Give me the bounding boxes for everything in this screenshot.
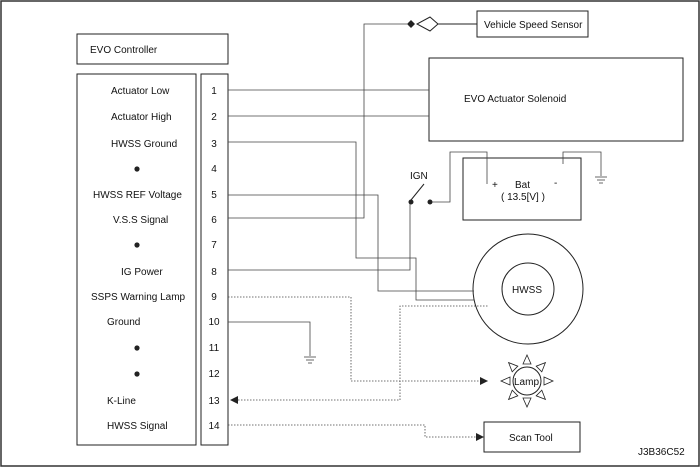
lamp-ray [543,376,554,386]
pin-rows: 1 Actuator Low 2 Actuator High 3 HWSS Ground 4… [91,86,220,432]
pin-number-3: 3 [211,139,217,150]
wire-pin8-ign [228,204,411,271]
arrow-lamp [480,377,488,385]
pin-label-9: SSPS Warning Lamp [91,292,186,303]
lamp-ray [535,361,547,373]
battery-plus: + [492,180,498,191]
lamp-label: Lamp [514,377,539,388]
controller-title-box [76,33,229,65]
wires [228,23,602,356]
pin-unused-dot-7 [134,242,140,248]
pin-number-5: 5 [211,190,217,201]
pin-label-13: K-Line [107,396,136,407]
wire-ign-battery [432,151,488,203]
pin-label-box [76,73,197,446]
pin-number-6: 6 [211,215,217,226]
solenoid-box [428,57,684,142]
controller-title: EVO Controller [90,45,158,56]
pin-number-2: 2 [211,112,217,123]
battery-voltage: ( 13.5[V] ) [501,192,545,203]
hwss-outer-ring [472,233,584,345]
ign-contact-a [408,199,414,205]
pin-number-12: 12 [208,369,220,380]
pin-unused-dot-11 [134,345,140,351]
pin-label-14: HWSS Signal [107,421,168,432]
vss-label: Vehicle Speed Sensor [484,20,583,31]
lamp-ray [507,389,519,401]
ign-switch-blade [410,183,425,201]
ground-pin10 [304,356,316,364]
pin-label-10: Ground [107,317,140,328]
lamp-ray [522,354,532,365]
pin-number-8: 8 [211,267,217,278]
battery-label: Bat [515,180,530,191]
arrow-kline [230,396,238,404]
wire-pin3-hwss [228,141,474,301]
pin-label-8: IG Power [121,267,163,278]
battery-minus: - [554,178,557,189]
pin-label-5: HWSS REF Voltage [93,190,182,201]
lamp-ray [507,361,519,373]
ign-contact-b [427,199,433,205]
pin-number-10: 10 [208,317,220,328]
lamp-ray [522,397,532,408]
dashed-wires [228,296,488,438]
pin-label-1: Actuator Low [111,86,170,97]
figure-code: J3B36C52 [638,447,685,458]
pin-number-4: 4 [211,164,217,175]
lamp-ray [535,389,547,401]
wire-pin5-hwss [228,194,474,292]
lamp-ray [500,376,511,386]
lamp-bulb [512,366,542,396]
arrow-scan-tool [476,433,484,441]
battery-box [462,157,582,221]
solenoid-label: EVO Actuator Solenoid [464,94,566,105]
hwss-label: HWSS [512,285,542,296]
pin-number-7: 7 [211,240,217,251]
lamp-rays [500,354,554,408]
pin-label-3: HWSS Ground [111,139,177,150]
wire-pin14-scantool [228,424,484,438]
pin-number-11: 11 [209,343,220,354]
wire-pin13-kline [232,305,488,401]
pin-number-box [200,73,229,446]
wire-pin6-vss [228,23,407,219]
hwss-inner-ring [501,262,555,316]
wire-pin9-lamp [228,296,488,382]
pin-unused-dot-12 [134,371,140,377]
wire-battery-ground [562,151,602,176]
pin-label-6: V.S.S Signal [113,215,168,226]
pin-label-2: Actuator High [111,112,172,123]
scan-tool-label: Scan Tool [509,433,553,444]
pin-number-9: 9 [211,292,217,303]
ign-label: IGN [410,171,428,182]
vss-diamond [407,20,415,28]
wire-pin10-ground [228,321,311,356]
pin-number-14: 14 [208,421,220,432]
pin-unused-dot-4 [134,166,140,172]
pin-number-13: 13 [208,396,220,407]
pin-number-1: 1 [211,86,217,97]
vss-connector [415,16,477,32]
ground-battery [595,176,607,184]
